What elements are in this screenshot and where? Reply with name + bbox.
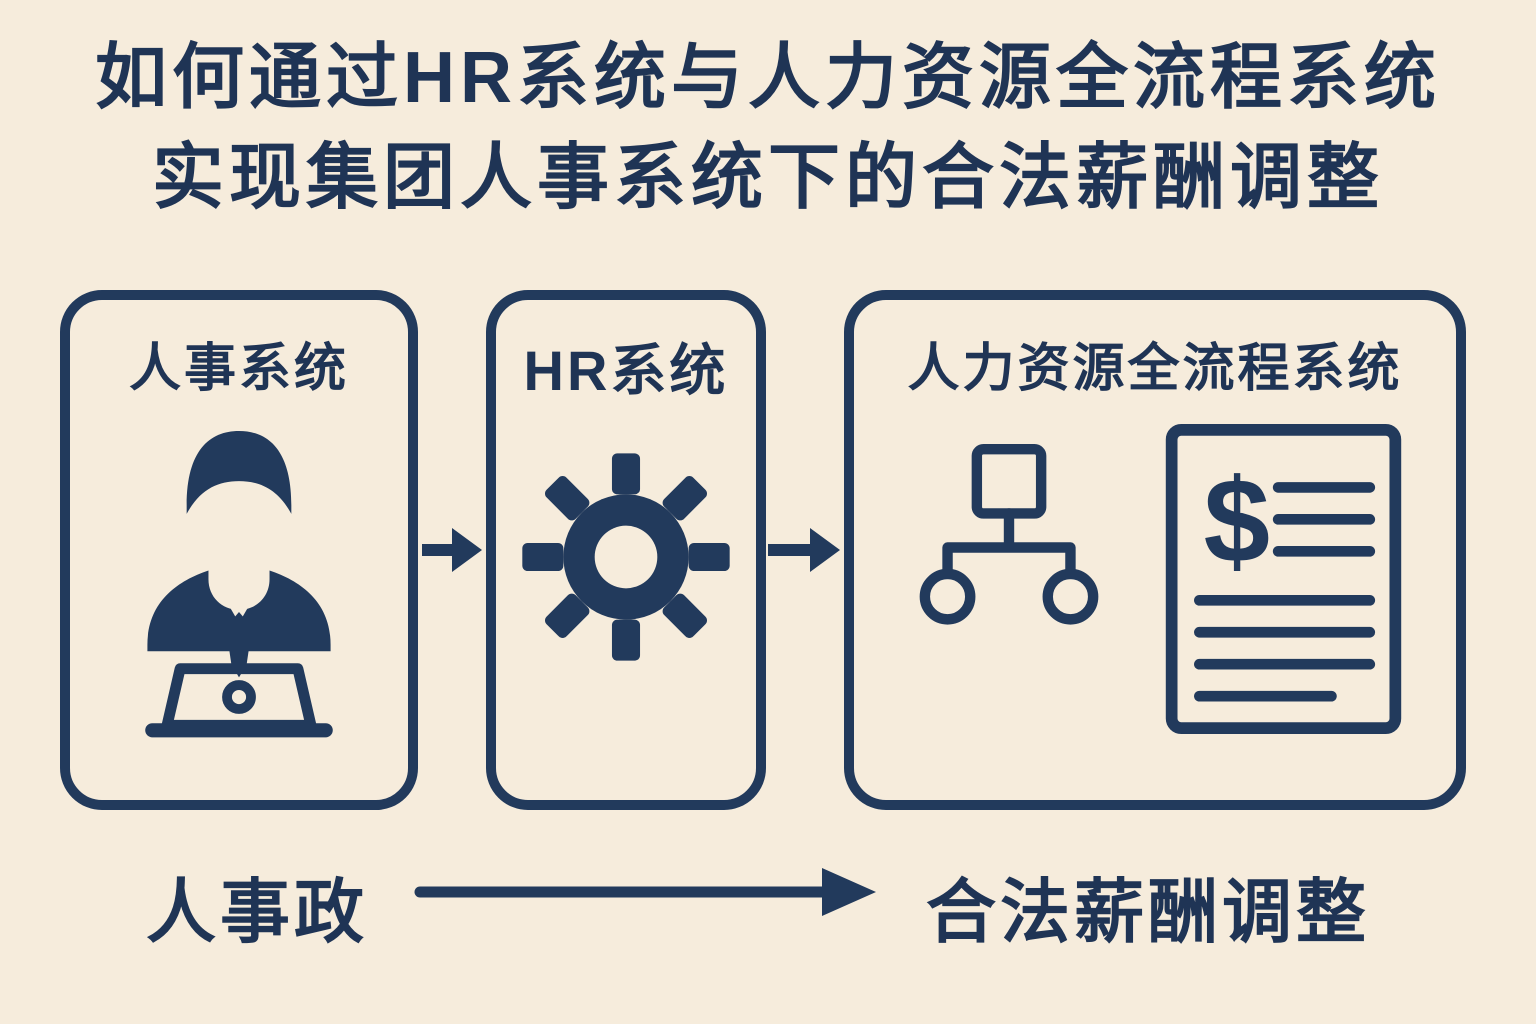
flow-arrow-icon <box>422 528 482 572</box>
hr-icon-wrap <box>496 449 756 665</box>
box-full-process-system: 人力资源全流程系统 $ <box>844 290 1466 810</box>
box-personnel-system-label: 人事系统 <box>128 340 349 398</box>
title-line-1: 如何通过HR系统与人力资源全流程系统 <box>95 38 1441 118</box>
title-line-2: 实现集团人事系统下的合法薪酬调整 <box>151 138 1384 218</box>
page-title: 如何通过HR系统与人力资源全流程系统 实现集团人事系统下的合法薪酬调整 <box>0 28 1536 228</box>
box-full-process-system-label: 人力资源全流程系统 <box>907 340 1403 398</box>
flow-arrow-icon <box>768 528 840 572</box>
dollar-document-icon: $ <box>1165 424 1401 734</box>
box-hr-system: HR系统 <box>486 290 766 810</box>
personnel-icon-wrap <box>70 407 408 745</box>
org-chart-icon <box>919 443 1098 625</box>
footer-source-label: 人事政 <box>146 873 368 951</box>
gear-icon <box>522 453 730 661</box>
result-arrow-icon <box>414 868 876 916</box>
box-personnel-system: 人事系统 <box>60 290 418 810</box>
box-hr-system-label: HR系统 <box>523 339 729 402</box>
dollar-sign-glyph: $ <box>1203 455 1269 588</box>
person-laptop-icon <box>145 430 333 738</box>
full-process-icon-wrap: $ <box>854 419 1456 739</box>
footer-result-label: 合法薪酬调整 <box>926 873 1370 951</box>
